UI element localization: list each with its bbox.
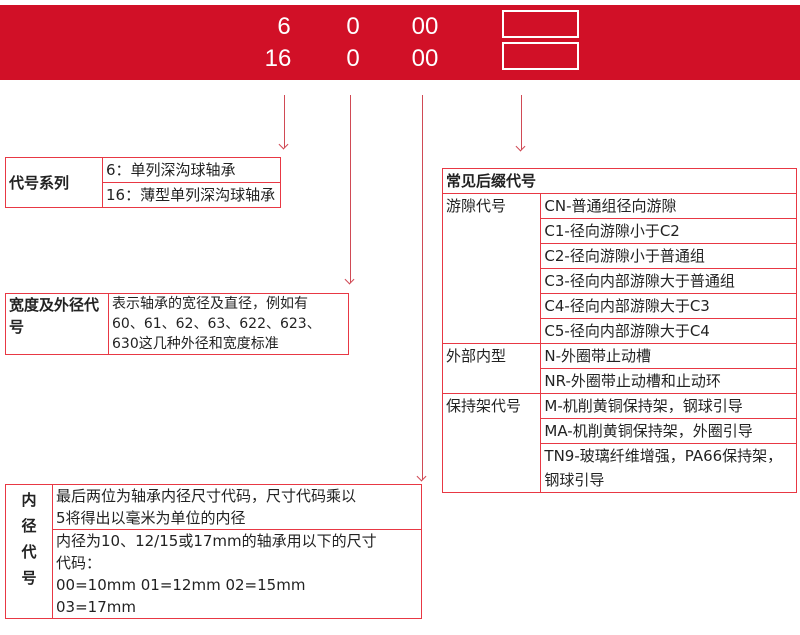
- series-label: 代号系列: [5, 157, 103, 208]
- suffix-item: C4-径向内部游隙大于C3: [540, 293, 797, 319]
- bore-label: 号: [21, 569, 37, 587]
- suffix-item: C3-径向内部游隙大于普通组: [540, 268, 797, 294]
- bore-special: 内径为10、12/15或17mm的轴承用以下的尺寸: [56, 532, 377, 550]
- arrow-down-icon: [521, 95, 522, 150]
- suffix-item: C2-径向游隙小于普通组: [540, 243, 797, 269]
- suffix-item: C1-径向游隙小于C2: [540, 218, 797, 244]
- suffix-item: MA-机削黄铜保持架，外圈引导: [540, 418, 797, 444]
- width-label: 宽度及外径代号: [5, 293, 109, 355]
- bore-label: 内: [21, 491, 37, 509]
- suffix-item: M-机削黄铜保持架，钢球引导: [540, 393, 797, 419]
- suffix-group-label: 外部内型: [441, 343, 542, 394]
- bore-table: 内径代号 最后两位为轴承内径尺寸代码，尺寸代码乘以 5将得出以毫米为单位的内径 内…: [5, 484, 422, 619]
- suffix-title: 常见后缀代号: [442, 168, 797, 194]
- bore-code-1: 00: [411, 13, 439, 40]
- width-table: 宽度及外径代号 表示轴承的宽径及直径，例如有 60、61、62、63、622、62…: [5, 293, 349, 355]
- suffix-item: NR-外圈带止动槽和止动环: [540, 368, 797, 394]
- width-text: 60、61、62、63、622、623、: [112, 316, 321, 332]
- suffix-item: CN-普通组径向游隙: [540, 193, 797, 219]
- width-text: 表示轴承的宽径及直径，例如有: [112, 296, 308, 312]
- arrow-down-icon: [284, 95, 285, 148]
- bore-desc: 最后两位为轴承内径尺寸代码，尺寸代码乘以: [56, 487, 357, 505]
- series-item: 16：薄型单列深沟球轴承: [102, 182, 281, 208]
- code-banner: 6 0 00 16 0 00: [0, 5, 800, 80]
- arrow-down-icon: [422, 95, 423, 480]
- series-code-1: 6: [277, 13, 291, 40]
- suffix-box-1: [502, 10, 579, 38]
- bore-code-2: 00: [411, 45, 439, 72]
- width-text: 630这几种外径和宽度标准: [112, 336, 279, 352]
- bore-label: 径: [21, 517, 37, 535]
- arrow-down-icon: [350, 95, 351, 283]
- bore-label: 代: [21, 543, 37, 561]
- suffix-item: N-外圈带止动槽: [540, 343, 797, 369]
- series-code-2: 16: [264, 45, 292, 72]
- series-item: 6：单列深沟球轴承: [102, 157, 281, 183]
- width-code-1: 0: [346, 13, 360, 40]
- series-table: 代号系列 6：单列深沟球轴承 16：薄型单列深沟球轴承: [5, 157, 281, 208]
- bore-desc: 5将得出以毫米为单位的内径: [56, 509, 246, 527]
- width-code-2: 0: [346, 45, 360, 72]
- suffix-item: TN9-玻璃纤维增强，PA66保持架，钢球引导: [540, 443, 797, 493]
- suffix-item: C5-径向内部游隙大于C4: [540, 318, 797, 344]
- suffix-group-label: 保持架代号: [441, 393, 542, 493]
- suffix-group-label: 游隙代号: [441, 193, 542, 344]
- bore-special: 00=10mm 01=12mm 02=15mm: [56, 576, 306, 594]
- suffix-box-2: [502, 42, 579, 70]
- bore-special: 代码：: [56, 554, 102, 572]
- bore-special: 03=17mm: [56, 598, 136, 616]
